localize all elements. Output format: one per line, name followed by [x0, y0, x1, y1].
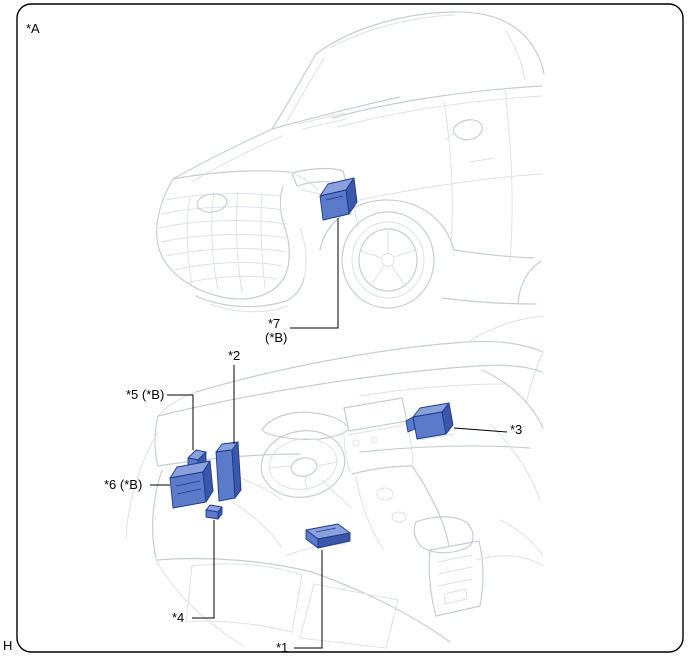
interior-dashboard-illustration: [125, 315, 544, 649]
callout-line-7: [290, 218, 339, 329]
callout-label-4: *4: [172, 610, 185, 625]
component-2-highlight: [215, 441, 242, 502]
callout-line-4: [192, 520, 215, 619]
callout-line-5: [167, 394, 194, 450]
callout-label-2: *2: [228, 348, 241, 363]
component-6-highlight: [169, 460, 214, 509]
figure-label-h: H: [3, 638, 13, 653]
callout-label-3: *3: [510, 422, 523, 437]
exterior-vehicle-illustration: [156, 11, 545, 313]
callout-label-6: *6 (*B): [104, 477, 143, 492]
callout-label-7: *7: [268, 316, 281, 331]
component-4-highlight: [205, 504, 223, 520]
callout-sublabel-7: (*B): [265, 330, 288, 345]
component-7-highlight: [319, 177, 358, 221]
callout-line-3: [453, 427, 508, 433]
callout-label-1: *1: [276, 640, 289, 655]
figure-border: [16, 3, 684, 653]
component-3-highlight: [405, 402, 454, 440]
callout-line-1: [294, 550, 323, 649]
figure-label-a: *A: [26, 21, 40, 36]
component-1-highlight: [305, 523, 351, 549]
callout-label-5: *5 (*B): [126, 387, 165, 402]
